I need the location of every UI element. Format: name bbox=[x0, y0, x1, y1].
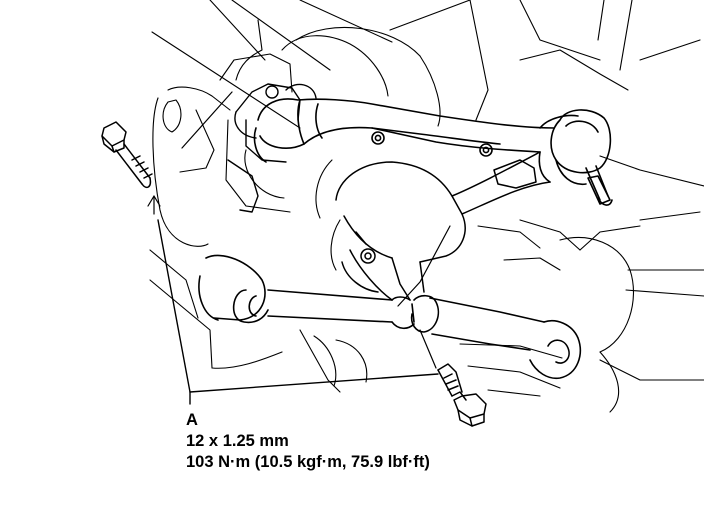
callout-letter: A bbox=[186, 411, 198, 429]
callout-leader-lines bbox=[157, 219, 439, 405]
ball-joint bbox=[550, 109, 613, 206]
background-chassis-lines bbox=[149, 0, 704, 413]
knuckle-body bbox=[335, 151, 551, 301]
upper-control-arm bbox=[253, 98, 579, 183]
callout-a: A 12 x 1.25 mm 103 N·m (10.5 kgf·m, 75.9… bbox=[186, 410, 430, 473]
bolt-upper-left bbox=[101, 121, 153, 189]
bolt-size-spec: 12 x 1.25 mm bbox=[186, 432, 289, 450]
lateral-rod bbox=[198, 254, 582, 380]
bolt-lower-right bbox=[437, 363, 487, 427]
torque-spec: 103 N·m (10.5 kgf·m, 75.9 lbf·ft) bbox=[186, 453, 430, 471]
assembly-arrows bbox=[147, 91, 451, 369]
